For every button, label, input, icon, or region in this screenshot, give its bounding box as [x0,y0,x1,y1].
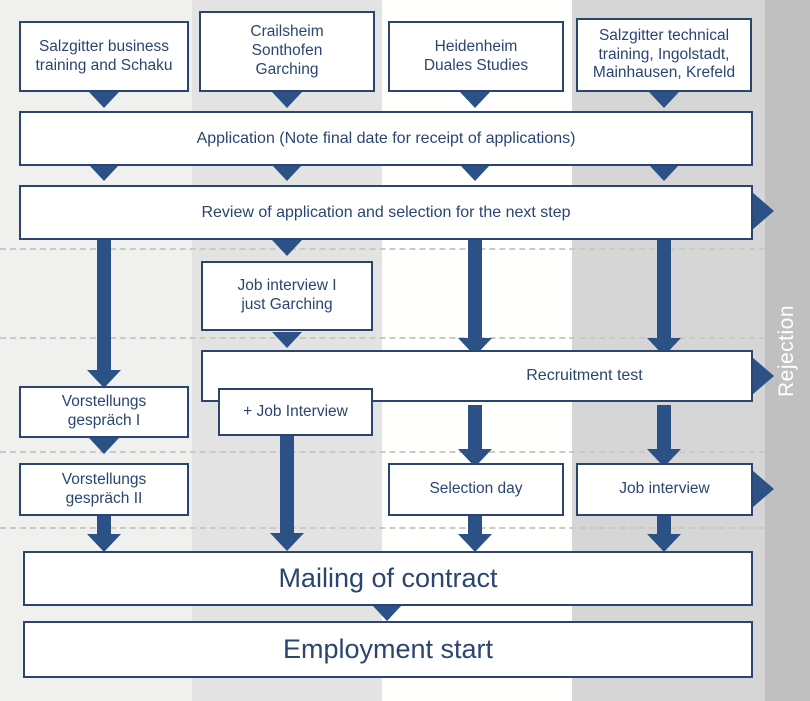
arrow-application-to-review-col1 [89,165,119,181]
arrow-entry4-to-application [649,92,679,108]
node-entry-heidenheim[interactable]: Heidenheim Duales Studies [388,21,564,92]
node-application[interactable]: Application (Note final date for receipt… [19,111,753,166]
node-entry-salzgitter-technical[interactable]: Salzgitter technical training, Ingolstad… [576,18,752,92]
stage-divider-1 [0,248,765,250]
arrow-review-to-vorstellungsgespraech1 [87,238,121,388]
rejection-bar [765,0,810,701]
node-entry-crailsheim-label: Crailsheim Sonthofen Garching [250,23,324,78]
node-recruitment-test[interactable]: Recruitment test [201,350,753,402]
node-plus-job-interview-label: + Job Interview [243,402,348,420]
node-employment-start[interactable]: Employment start [23,621,753,678]
arrow-entry3-to-application [460,92,490,108]
stage-divider-3 [0,451,765,453]
arrow-review-to-recruitment-test-col4 [647,238,681,356]
node-recruitment-test-label: Recruitment test [526,367,643,385]
node-plus-job-interview[interactable]: + Job Interview [218,388,373,436]
arrow-selection-day-to-mailing [458,516,492,552]
arrow-plus-job-interview-to-mailing [270,423,304,551]
arrow-recruitment-test-to-selection-day [458,405,492,467]
node-mailing-of-contract[interactable]: Mailing of contract [23,551,753,606]
node-entry-salzgitter-business-label: Salzgitter business training and Schaku [35,37,173,74]
node-review[interactable]: Review of application and selection for … [19,185,753,240]
node-vorstellungsgespraech-2[interactable]: Vorstellungs gespräch II [19,463,189,516]
arrow-vorstellungsgespraech1-to-2 [89,438,119,454]
node-job-interview-label: Job interview [619,480,710,498]
stage-divider-2 [0,337,765,339]
node-vorstellungsgespraech-1[interactable]: Vorstellungs gespräch I [19,386,189,438]
node-job-interview-garching[interactable]: Job interview I just Garching [201,261,373,331]
node-job-interview-garching-label: Job interview I just Garching [237,277,337,313]
node-vorstellungsgespraech-2-label: Vorstellungs gespräch II [61,470,147,507]
node-selection-day[interactable]: Selection day [388,463,564,516]
arrow-review-to-job-interview-garching [272,240,302,256]
node-application-label: Application (Note final date for receipt… [196,129,576,147]
node-entry-salzgitter-business[interactable]: Salzgitter business training and Schaku [19,21,189,92]
node-entry-crailsheim-sonthofen-garching[interactable]: Crailsheim Sonthofen Garching [199,11,375,92]
rejection-arrow-recruitment-test [752,357,774,395]
rejection-label: Rejection [765,0,810,701]
arrow-job-interview-to-mailing [647,516,681,552]
arrow-application-to-review-col2 [272,165,302,181]
stage-divider-4 [0,527,765,529]
rejection-arrow-job-interview [752,470,774,508]
arrow-job-interview-garching-to-recruitment-test [272,332,302,348]
node-mailing-of-contract-label: Mailing of contract [278,563,498,594]
rejection-arrow-review [752,192,774,230]
node-employment-start-label: Employment start [282,634,494,665]
node-vorstellungsgespraech-1-label: Vorstellungs gespräch I [61,393,147,429]
arrow-application-to-review-col4 [649,165,679,181]
arrow-vorstellungsgespraech2-to-mailing [87,516,121,552]
arrow-review-to-recruitment-test-col3 [458,238,492,356]
node-entry-salzgitter-technical-label: Salzgitter technical training, Ingolstad… [592,26,736,82]
arrow-application-to-review-col3 [460,165,490,181]
rejection-label-text: Rejection [775,304,799,397]
node-entry-heidenheim-label: Heidenheim Duales Studies [423,37,529,74]
node-selection-day-label: Selection day [429,480,523,498]
arrow-entry1-to-application [89,92,119,108]
arrow-recruitment-test-to-job-interview [647,405,681,467]
arrow-mailing-to-employment-start [373,606,401,621]
node-review-label: Review of application and selection for … [201,203,571,221]
node-job-interview[interactable]: Job interview [576,463,753,516]
arrow-entry2-to-application [272,92,302,108]
